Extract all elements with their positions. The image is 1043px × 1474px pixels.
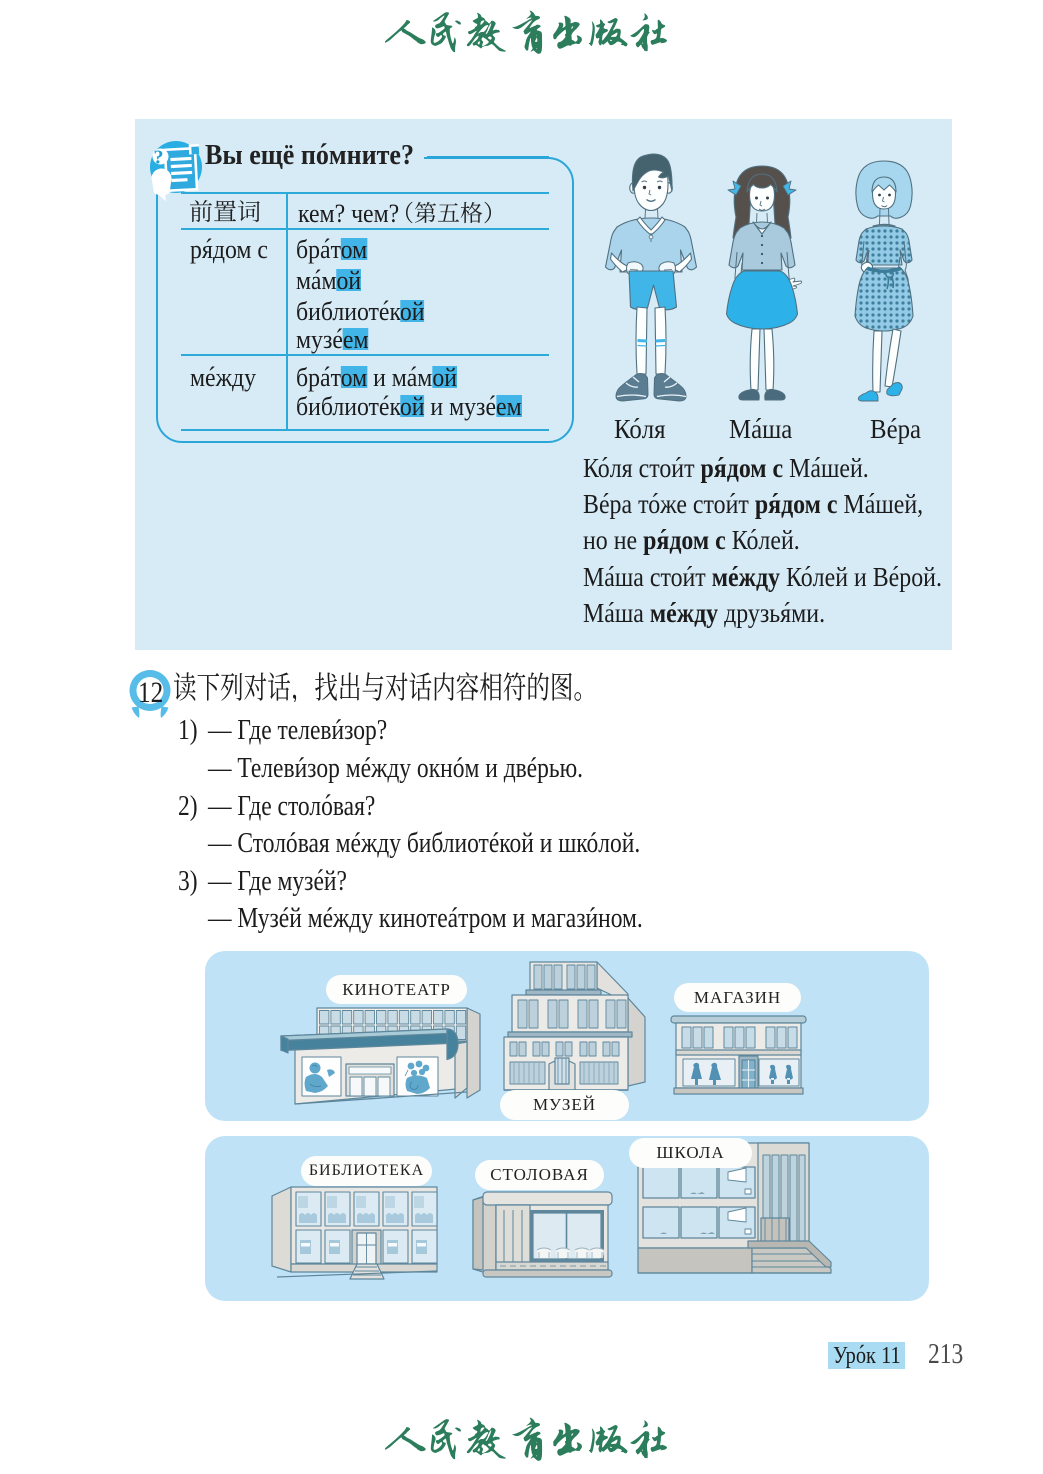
svg-text:?: ? (154, 147, 164, 169)
